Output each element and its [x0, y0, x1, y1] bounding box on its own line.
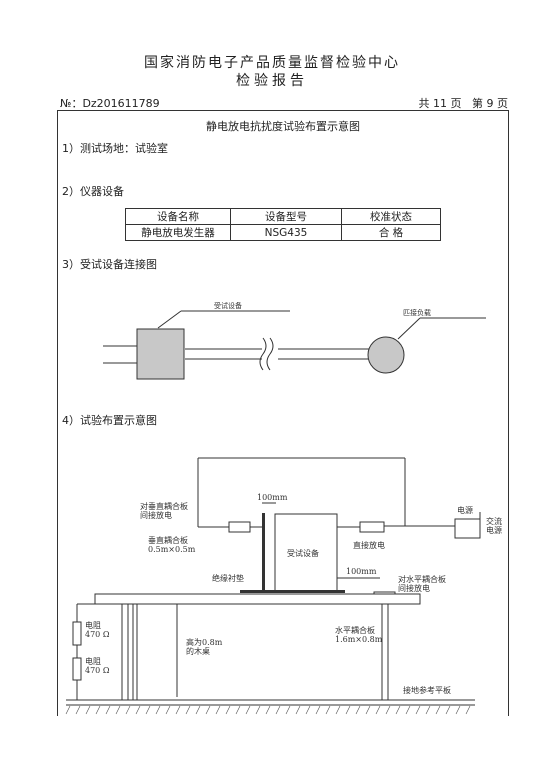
- label-ac-power: 交流电源: [486, 516, 502, 535]
- load-circle: [367, 336, 405, 374]
- cell-name: 静电放电发生器: [125, 224, 231, 241]
- label-vcp-indirect: 对垂直耦合板间接放电: [140, 501, 188, 520]
- label-ground-plane: 接地参考平板: [403, 685, 451, 695]
- total-pages: 共 11 页: [418, 97, 462, 110]
- eut-box-layout: [274, 513, 338, 592]
- insulation-pad: [240, 590, 345, 593]
- instrument-table: 设备名称 设备型号 校准状态 静电放电发生器 NSG435 合 格: [125, 208, 441, 241]
- eut-label: 受试设备: [214, 301, 242, 310]
- table-header-row: 设备名称 设备型号 校准状态: [125, 208, 441, 225]
- label-power: 电源: [457, 505, 473, 515]
- label-distance-top: 100mm: [257, 493, 288, 502]
- discharge-resistor-right: [359, 521, 385, 533]
- eut-box: [136, 328, 185, 380]
- label-eut: 受试设备: [287, 548, 319, 558]
- load-label: 匹接负载: [403, 308, 431, 317]
- report-title: 检验报告: [236, 73, 308, 89]
- table-top: [94, 593, 421, 605]
- table-row: 静电放电发生器 NSG435 合 格: [125, 224, 441, 241]
- label-insulation: 绝缘衬垫: [212, 573, 244, 583]
- section-layout: 4）试验布置示意图: [62, 414, 157, 427]
- ground-hatch: [65, 705, 471, 715]
- page-number: 第 9 页: [472, 97, 508, 110]
- col-header-calibration: 校准状态: [341, 208, 441, 225]
- report-number: №：Dz201611789: [60, 97, 160, 110]
- discharge-resistor-left: [228, 521, 251, 533]
- page-indicator: 共 11 页 第 9 页: [419, 95, 509, 111]
- resistor-2: [72, 657, 82, 681]
- section-connection: 3）受试设备连接图: [62, 258, 157, 271]
- section-test-site: 1）测试场地：试验室: [62, 142, 168, 155]
- org-name: 国家消防电子产品质量监督检验中心: [144, 55, 400, 71]
- cell-calibration: 合 格: [341, 224, 441, 241]
- content-frame: [57, 110, 509, 716]
- label-hcp-indirect: 对水平耦合板间接放电: [398, 574, 446, 593]
- section-instruments: 2）仪器设备: [62, 185, 124, 198]
- vertical-coupling-plane: [262, 513, 265, 593]
- label-distance-side: 100mm: [346, 567, 377, 576]
- resistor-1: [72, 621, 82, 646]
- cell-model: NSG435: [230, 224, 342, 241]
- power-box: [454, 518, 481, 539]
- frame-title: 静电放电抗扰度试验布置示意图: [206, 120, 360, 133]
- label-direct: 直接放电: [353, 540, 385, 550]
